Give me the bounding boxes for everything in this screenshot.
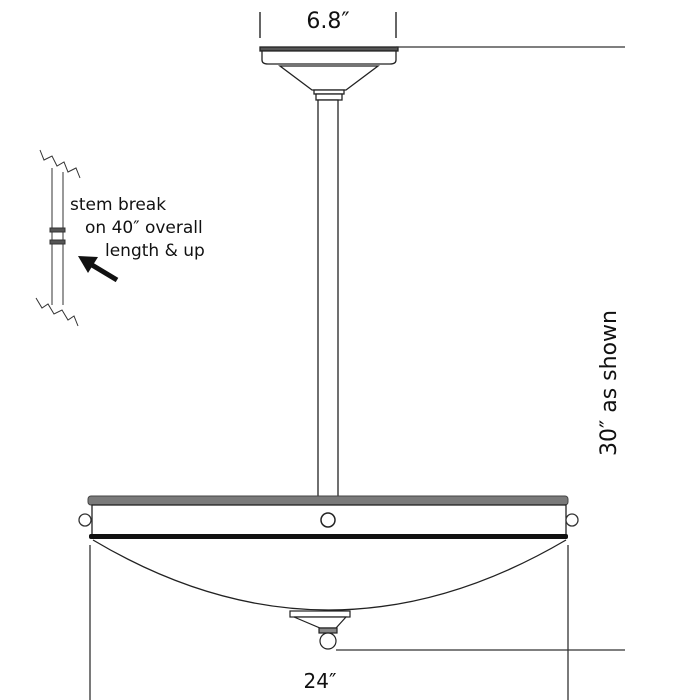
stem	[317, 99, 339, 498]
glass-rim	[89, 534, 568, 539]
stem-break-line2: on 40″ overall	[85, 218, 203, 238]
glass-bowl	[92, 539, 567, 611]
center-screw	[320, 512, 336, 528]
finial	[289, 610, 625, 651]
width-dimension: 24″	[89, 545, 569, 700]
stem-break-detail	[35, 149, 81, 327]
shade-assembly	[78, 495, 579, 611]
side-knob-left	[78, 513, 92, 527]
arrow-icon	[78, 256, 119, 283]
overall-height-label: 30″ as shown	[597, 310, 622, 456]
fixture-width-label: 24″	[304, 669, 337, 693]
stem-break-line1: stem break	[70, 195, 166, 215]
canopy-width-label: 6.8″	[306, 9, 349, 34]
side-knob-right	[565, 513, 579, 527]
canopy-dimension: 6.8″	[259, 9, 397, 38]
stem-break-line3: length & up	[105, 241, 205, 261]
canopy	[259, 46, 625, 101]
pan-top	[87, 495, 569, 506]
